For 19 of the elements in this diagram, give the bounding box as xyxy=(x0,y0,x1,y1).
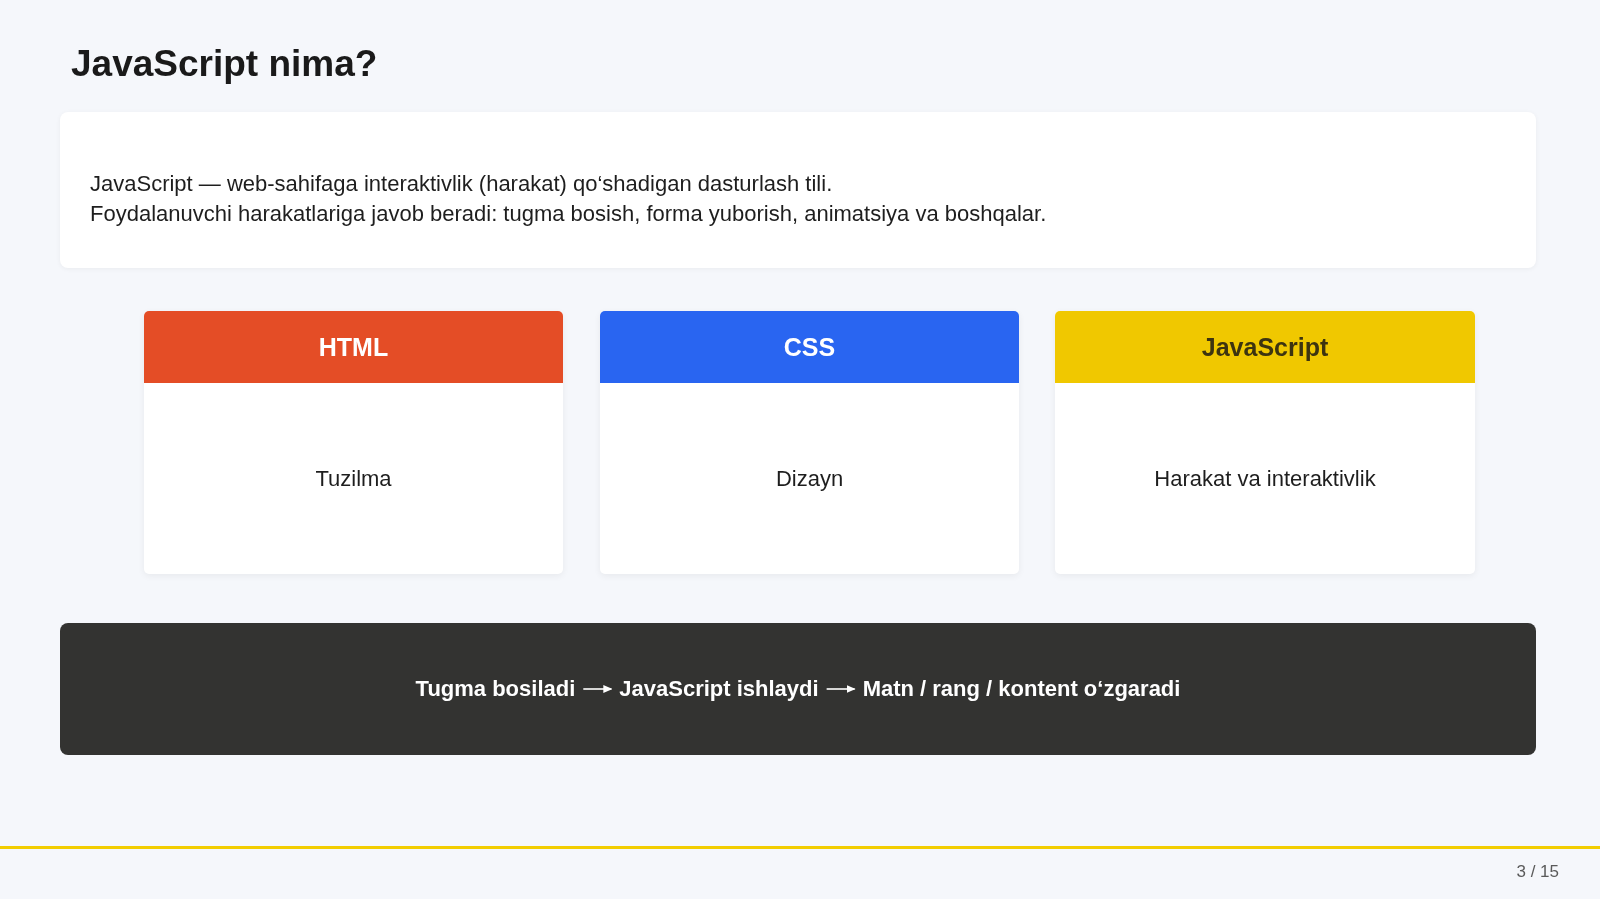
description-text: JavaScript — web-sahifaga interaktivlik (harakat) qo‘shadigan dasturlash tili. xyxy=(90,170,833,198)
card-text: Tuzilma xyxy=(315,465,392,492)
card-text: Harakat va interaktivlik xyxy=(1154,465,1376,492)
topic-card xyxy=(600,311,1019,574)
card-text: Dizayn xyxy=(775,465,844,492)
arrow xyxy=(582,685,613,693)
flow-step: Tugma bosiladi xyxy=(415,675,576,703)
card-header: CSS xyxy=(600,311,1019,383)
flow-panel xyxy=(60,623,1536,755)
description-text: Foydalanuvchi harakatlariga javob beradi: tugma bosish, forma yuborish, animatsiya va boshqalar. xyxy=(90,200,1047,228)
flow-step: JavaScript ishlaydi xyxy=(619,675,819,703)
card-header: HTML xyxy=(144,311,563,383)
page-number: 3 / 15 xyxy=(1516,862,1559,882)
arrow xyxy=(825,685,856,693)
card-header: JavaScript xyxy=(1055,311,1475,383)
topic-card xyxy=(1055,311,1475,574)
flow-step: Matn / rang / kontent o‘zgaradi xyxy=(862,675,1181,703)
slide-title: JavaScript nima? xyxy=(71,42,378,86)
topic-card xyxy=(144,311,563,574)
